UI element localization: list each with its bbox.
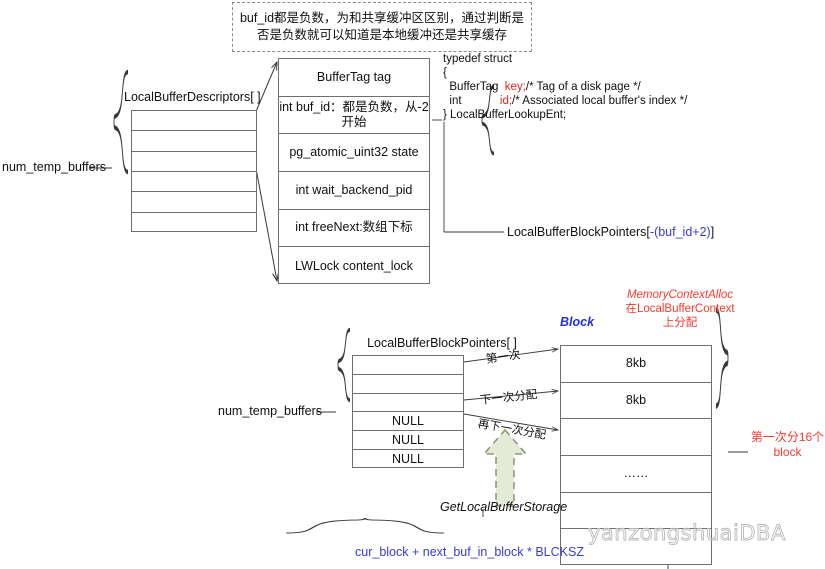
local-buffer-descriptors-title: LocalBufferDescriptors[ ] [124, 90, 261, 104]
descriptor-slot [132, 172, 256, 193]
struct-line-close: } LocalBufferLookupEnt; [443, 109, 567, 121]
buffer-desc-field: int freeNext:数组下标 [279, 210, 429, 248]
local-buffer-lookup-ent-struct: typedef struct { BufferTag key;/* Tag of… [443, 52, 687, 122]
descriptor-slot [132, 111, 256, 132]
allocation-label-next: 下一次分配 [479, 389, 538, 407]
block-memory-table: 8kb 8kb …… [560, 345, 712, 565]
buffer-desc-field: pg_atomic_uint32 state [279, 134, 429, 172]
local-buffer-block-pointers-array: NULL NULL NULL [352, 355, 464, 468]
struct-field-id-type: int [443, 95, 500, 107]
struct-field-key-name: key; [504, 81, 526, 93]
descriptor-slot [132, 131, 256, 152]
local-buffer-block-pointers-index: LocalBufferBlockPointers[-(buf_id+2)] [507, 225, 714, 240]
block-cell: …… [561, 456, 711, 493]
index-expression: -(buf_id+2) [649, 225, 711, 239]
struct-field-key-type: BufferTag [443, 81, 505, 93]
memory-context-alloc-note: MemoryContextAlloc 在LocalBufferContext 上分配 [605, 288, 755, 330]
pointer-slot [353, 356, 463, 375]
descriptor-slot [132, 213, 256, 233]
buffer-desc-detail-table: BufferTag tag int buf_id：都是负数，从-2开始 pg_a… [278, 58, 430, 284]
local-buffer-descriptors-array [131, 110, 257, 232]
block-cell [561, 419, 711, 456]
num-temp-buffers-label-descriptors: num_temp_buffers [2, 160, 106, 174]
descriptor-slot [132, 152, 256, 172]
struct-field-id-name: id; [499, 95, 513, 107]
block-label: Block [560, 315, 595, 329]
index-suffix: ] [710, 225, 715, 239]
struct-line-open-brace: { [443, 67, 447, 79]
allocation-label-first: 第一次 [485, 349, 522, 366]
pointer-slot [353, 394, 463, 413]
pointer-slot: NULL [353, 412, 463, 432]
buffer-desc-field: LWLock content_lock [295, 258, 413, 273]
mca-cn-prefix: 在 [625, 303, 637, 315]
buf-id-note-text: buf_id都是负数，为和共享缓冲区区别，通过判断是否是负数就可以知道是本地缓冲… [239, 11, 525, 42]
buffer-desc-field: int wait_backend_pid [279, 172, 429, 210]
get-local-buffer-storage-label: GetLocalBufferStorage [440, 500, 568, 514]
descriptor-slot [132, 192, 256, 213]
watermark-text: yanzongshuaiDBA [588, 521, 786, 546]
mca-context-name: LocalBufferContext [636, 303, 735, 315]
block-cell: 8kb [561, 383, 711, 420]
buffer-desc-field: BufferTag tag [279, 59, 429, 97]
struct-field-id-comment: /* Associated local buffer's index */ [512, 95, 688, 107]
struct-line-typedef: typedef struct [443, 53, 513, 65]
allocation-growth-arrow [481, 428, 529, 508]
first-allocation-16-blocks-label: 第一次分16个block [750, 430, 825, 459]
pointer-slot: NULL [392, 452, 424, 467]
mca-function: MemoryContextAlloc [626, 289, 734, 301]
buf-id-note: buf_id都是负数，为和共享缓冲区区别，通过判断是否是负数就可以知道是本地缓冲… [232, 2, 532, 52]
num-temp-buffers-label-pointers: num_temp_buffers [218, 404, 322, 418]
pointer-slot: NULL [353, 431, 463, 451]
mca-cn-suffix: 上分配 [662, 317, 698, 329]
buffer-address-formula: cur_block + next_buf_in_block * BLCKSZ [355, 545, 584, 559]
block-cell: 8kb [561, 346, 711, 383]
block-cell [561, 493, 711, 530]
struct-field-key-comment: /* Tag of a disk page */ [525, 81, 641, 93]
pointer-slot [353, 375, 463, 394]
index-prefix: LocalBufferBlockPointers[ [507, 225, 650, 239]
local-buffer-block-pointers-title: LocalBufferBlockPointers[ ] [367, 336, 517, 350]
buffer-desc-field: int buf_id：都是负数，从-2开始 [279, 97, 429, 135]
